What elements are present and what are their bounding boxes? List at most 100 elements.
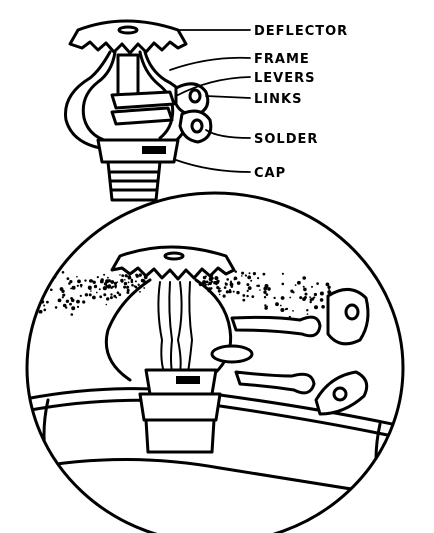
spray-droplet	[320, 292, 324, 296]
spray-droplet	[89, 287, 92, 290]
spray-droplet	[280, 305, 282, 307]
released-lever-lower	[236, 372, 314, 393]
spray-droplet	[110, 293, 112, 295]
spray-droplet	[72, 286, 76, 290]
spray-droplet	[16, 280, 18, 282]
spray-droplet	[205, 275, 207, 277]
spray-droplet	[286, 308, 288, 310]
spray-droplet	[126, 291, 129, 294]
spray-droplet	[76, 276, 78, 278]
spray-droplet	[77, 285, 79, 287]
spray-droplet	[126, 287, 128, 289]
spray-droplet	[237, 281, 241, 285]
spray-droplet	[21, 275, 24, 278]
deflector-disc	[70, 21, 186, 53]
spray-droplet	[223, 295, 226, 298]
spray-droplet	[110, 296, 113, 299]
spray-droplet	[265, 284, 267, 286]
spray-droplet	[20, 299, 23, 302]
spray-droplet	[100, 280, 104, 284]
spray-droplet	[123, 286, 126, 289]
spray-droplet	[249, 272, 251, 274]
spray-droplet	[246, 283, 249, 286]
spray-droplet	[99, 288, 101, 290]
spray-droplet	[76, 300, 80, 304]
spray-droplet	[273, 297, 275, 299]
spray-droplet	[106, 297, 109, 300]
spray-droplet	[99, 295, 102, 298]
spray-droplet	[85, 293, 88, 296]
spray-droplet	[117, 291, 120, 294]
spray-droplet	[282, 283, 285, 286]
spray-droplet	[112, 286, 114, 288]
spray-droplet	[40, 271, 43, 274]
spray-droplet	[321, 305, 325, 309]
spray-droplet	[241, 272, 244, 275]
spray-droplet	[131, 281, 134, 284]
spray-droplet	[263, 287, 267, 291]
label-solder: SOLDER	[254, 132, 318, 147]
spray-droplet	[17, 282, 20, 285]
water-spray	[16, 270, 332, 321]
lever-lower	[112, 108, 172, 124]
spray-droplet	[266, 293, 269, 296]
spray-droplet	[241, 275, 243, 277]
spray-droplet	[138, 284, 140, 286]
spray-droplet	[257, 277, 259, 279]
spray-droplet	[247, 290, 249, 292]
spray-droplet	[236, 291, 239, 294]
spray-droplet	[220, 290, 222, 292]
spray-droplet	[311, 286, 313, 288]
released-solder-disc	[212, 346, 252, 362]
spray-droplet	[62, 294, 65, 297]
spray-droplet	[50, 289, 53, 292]
spray-droplet	[251, 295, 254, 298]
spray-droplet	[94, 285, 97, 288]
spray-droplet	[124, 282, 127, 285]
spray-droplet	[267, 287, 271, 291]
spray-droplet	[89, 293, 92, 296]
spray-droplet	[259, 289, 261, 291]
spray-droplet	[306, 309, 308, 311]
spray-droplet	[66, 300, 69, 303]
spray-droplet	[327, 286, 330, 289]
spray-droplet	[103, 274, 105, 276]
spray-droplet	[55, 306, 58, 309]
lever-upper	[112, 92, 174, 108]
frame-stem	[118, 55, 138, 95]
spray-droplet	[91, 280, 93, 282]
spray-droplet	[233, 291, 235, 293]
spray-droplet	[58, 299, 62, 303]
frame-activated-left	[106, 280, 150, 380]
spray-droplet	[214, 276, 218, 280]
spray-droplet	[77, 280, 81, 284]
spray-droplet	[16, 286, 19, 289]
spray-droplet	[127, 275, 131, 279]
label-deflector: DEFLECTOR	[254, 24, 348, 39]
spray-droplet	[303, 288, 307, 292]
spray-droplet	[305, 293, 308, 296]
water-column	[158, 282, 192, 372]
spray-droplet	[242, 294, 245, 297]
spray-droplet	[263, 291, 266, 294]
spray-droplet	[103, 293, 106, 296]
spray-droplet	[304, 296, 307, 299]
spray-droplet	[39, 310, 43, 314]
spray-droplet	[316, 282, 319, 285]
spray-droplet	[55, 277, 57, 279]
spray-droplet	[139, 273, 142, 276]
spray-droplet	[84, 279, 86, 281]
spray-droplet	[128, 282, 130, 284]
spray-droplet	[314, 305, 318, 309]
spray-droplet	[215, 281, 218, 284]
spray-droplet	[295, 284, 297, 286]
spray-droplet	[60, 287, 64, 291]
spray-droplet	[114, 282, 117, 285]
label-links: LINKS	[254, 92, 302, 107]
spray-droplet	[292, 310, 294, 312]
spray-droplet	[92, 296, 96, 300]
label-levers: LEVERS	[254, 71, 315, 86]
spray-droplet	[71, 313, 74, 316]
view-circle	[27, 193, 403, 533]
spray-droplet	[80, 295, 82, 297]
